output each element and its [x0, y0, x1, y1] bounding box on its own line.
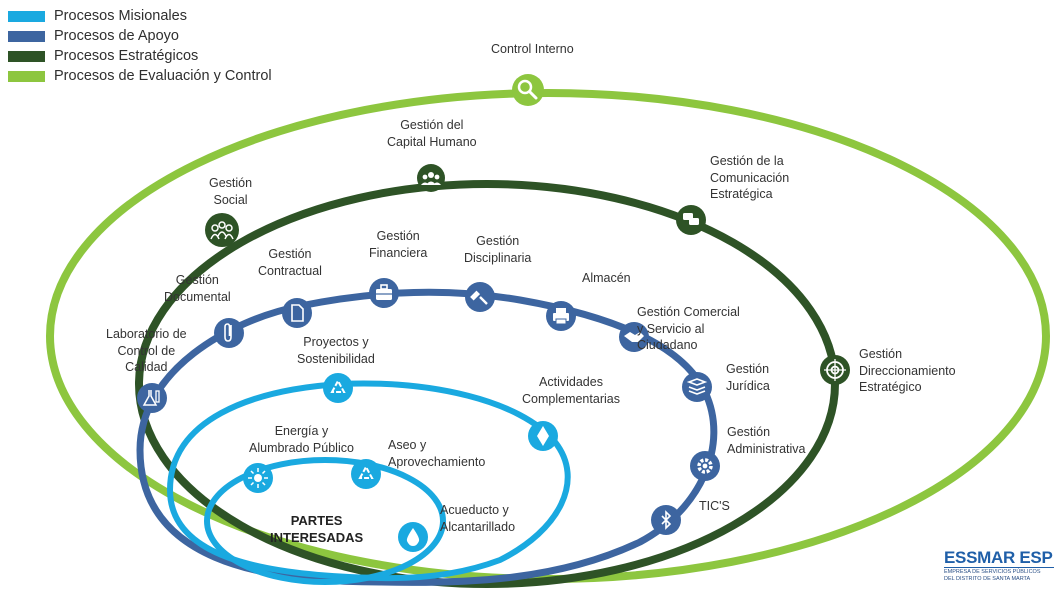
- label-administrativa: Gestión Administrativa: [727, 425, 806, 456]
- legend-item-misionales: Procesos Misionales: [8, 6, 272, 26]
- handshake-icon[interactable]: [619, 322, 649, 352]
- books-icon[interactable]: [682, 372, 712, 402]
- legend-swatch: [8, 50, 45, 62]
- diamond-icon[interactable]: [528, 421, 558, 451]
- label-control-interno: Control Interno: [491, 42, 574, 56]
- center-label: PARTES INTERESADAS: [270, 513, 364, 545]
- legend-label: Procesos de Evaluación y Control: [54, 68, 272, 84]
- target-icon[interactable]: [820, 355, 850, 385]
- missional-ring-inner: [204, 457, 446, 585]
- gear-icon[interactable]: [690, 451, 720, 481]
- label-acueducto: Acueducto y Alcantarillado: [440, 503, 516, 534]
- printer-icon[interactable]: [546, 301, 576, 331]
- label-direccionamiento: Gestión Direccionamiento Estratégico: [859, 347, 956, 394]
- recycle-icon[interactable]: [323, 373, 353, 403]
- evaluation-control-ring: [46, 89, 1050, 583]
- recycle-icon[interactable]: [351, 459, 381, 489]
- missional-ring-outer: [166, 380, 571, 582]
- briefcase-icon[interactable]: [369, 278, 399, 308]
- label-energia: Energía y Alumbrado Público: [249, 424, 354, 455]
- label-laboratorio: Laboratorio de Control de Calidad: [106, 327, 187, 374]
- label-proyectos: Proyectos y Sostenibilidad: [297, 335, 375, 366]
- legend-item-estrategicos: Procesos Estratégicos: [8, 46, 272, 66]
- label-capital-humano: Gestión del Capital Humano: [387, 118, 477, 149]
- paperclip-icon[interactable]: [214, 318, 244, 348]
- gavel-icon[interactable]: [465, 282, 495, 312]
- legend-label: Procesos Misionales: [54, 8, 187, 24]
- label-disciplinaria: Gestión Disciplinaria: [464, 234, 532, 265]
- bluetooth-icon[interactable]: [651, 505, 681, 535]
- document-icon[interactable]: [282, 298, 312, 328]
- label-comercial: Gestión Comercial y Servicio al Ciudadan…: [637, 305, 740, 352]
- label-contractual: Gestión Contractual: [258, 247, 322, 278]
- logo-brand: ESSMAR ESP: [944, 548, 1053, 567]
- label-aseo: Aseo y Aprovechamiento: [388, 438, 486, 469]
- support-spiral: [136, 288, 718, 586]
- legend-swatch: [8, 70, 45, 82]
- label-comunicacion: Gestión de la Comunicación Estratégica: [710, 154, 790, 201]
- label-documental: Gestión Documental: [164, 273, 231, 304]
- legend-swatch: [8, 10, 45, 22]
- legend-swatch: [8, 30, 45, 42]
- legend-label: Procesos de Apoyo: [54, 28, 179, 44]
- label-tics: TIC'S: [699, 499, 730, 513]
- group-icon[interactable]: [417, 164, 445, 192]
- water-drop-icon[interactable]: [398, 522, 428, 552]
- legend-item-evaluacion: Procesos de Evaluación y Control: [8, 66, 272, 86]
- chat-bubbles-icon[interactable]: [676, 205, 706, 235]
- sun-icon[interactable]: [243, 463, 273, 493]
- essmar-logo: ESSMAR ESP EMPRESA DE SERVICIOS PÚBLICOS…: [944, 548, 1054, 583]
- label-almacen: Almacén: [582, 271, 631, 285]
- people-icon[interactable]: [205, 213, 239, 247]
- label-juridica: Gestión Jurídica: [726, 362, 770, 393]
- logo-subtitle: EMPRESA DE SERVICIOS PÚBLICOS DEL DISTRI…: [944, 567, 1054, 583]
- legend-item-apoyo: Procesos de Apoyo: [8, 26, 272, 46]
- lab-flask-icon[interactable]: [137, 383, 167, 413]
- label-financiera: Gestión Financiera: [369, 229, 428, 260]
- label-social: Gestión Social: [209, 176, 253, 207]
- legend-label: Procesos Estratégicos: [54, 48, 199, 64]
- label-actividades: Actividades Complementarias: [522, 375, 620, 406]
- legend: Procesos Misionales Procesos de Apoyo Pr…: [8, 6, 272, 86]
- magnifier-icon[interactable]: [512, 74, 544, 106]
